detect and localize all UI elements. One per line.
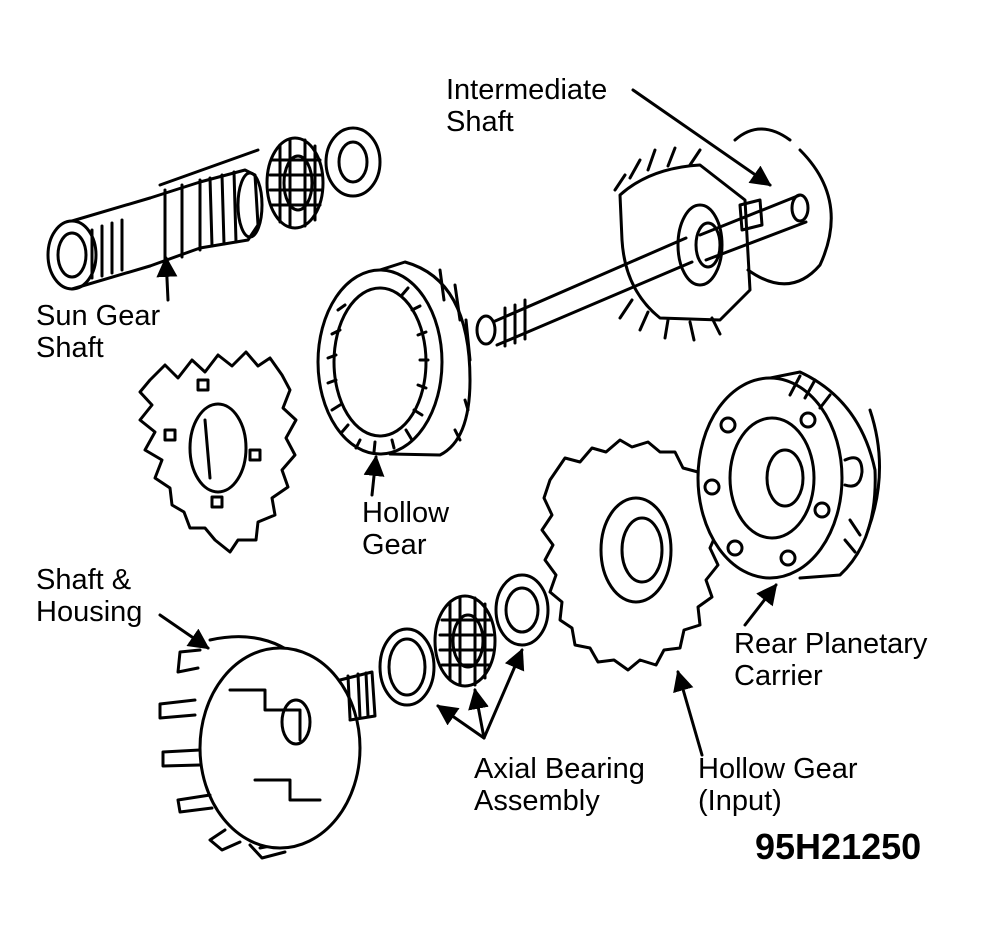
label-intermediate-shaft: Intermediate Shaft [446,74,607,138]
shaft-housing-part [158,635,377,860]
label-axial-bearing-assembly: Axial Bearing Assembly [474,753,645,817]
figure-id: 95H21250 [755,826,922,867]
hollow-gear-input-part [540,438,720,672]
sprocket-plate-part [138,350,298,554]
label-hollow-gear-input: Hollow Gear (Input) [698,753,858,817]
intermediate-shaft-part [475,127,833,348]
label-intermediate-shaft-line2: Shaft [446,106,514,138]
label-hollow-gear: Hollow Gear [362,497,449,561]
label-axial-bearing-assembly-line2: Assembly [474,785,600,817]
label-rear-planetary-carrier-line1: Rear Planetary [734,628,928,660]
label-hollow-gear-line1: Hollow [362,497,450,529]
hollow-gear-part [316,260,472,457]
label-intermediate-shaft-line1: Intermediate [446,74,608,106]
rear-planetary-carrier-part [696,370,881,580]
thrust-washer-top [324,126,382,198]
label-shaft-housing-line2: Housing [36,596,143,628]
label-shaft-housing: Shaft & Housing [36,564,142,628]
label-sun-gear-shaft-line2: Shaft [36,332,104,364]
label-rear-planetary-carrier: Rear Planetary Carrier [734,628,927,692]
label-sun-gear-shaft: Sun Gear Shaft [36,300,160,364]
label-hollow-gear-input-line1: Hollow Gear [698,753,858,785]
axial-bearing-part [378,573,550,707]
label-shaft-housing-line1: Shaft & [36,564,132,596]
needle-bearing-top [265,136,325,230]
label-rear-planetary-carrier-line2: Carrier [734,660,823,692]
label-hollow-gear-input-line2: (Input) [698,785,782,817]
label-hollow-gear-line2: Gear [362,529,427,561]
label-sun-gear-shaft-line1: Sun Gear [36,300,161,332]
leader-lines [156,88,778,757]
label-axial-bearing-assembly-line1: Axial Bearing [474,753,645,785]
sun-gear-shaft-part [46,148,264,291]
